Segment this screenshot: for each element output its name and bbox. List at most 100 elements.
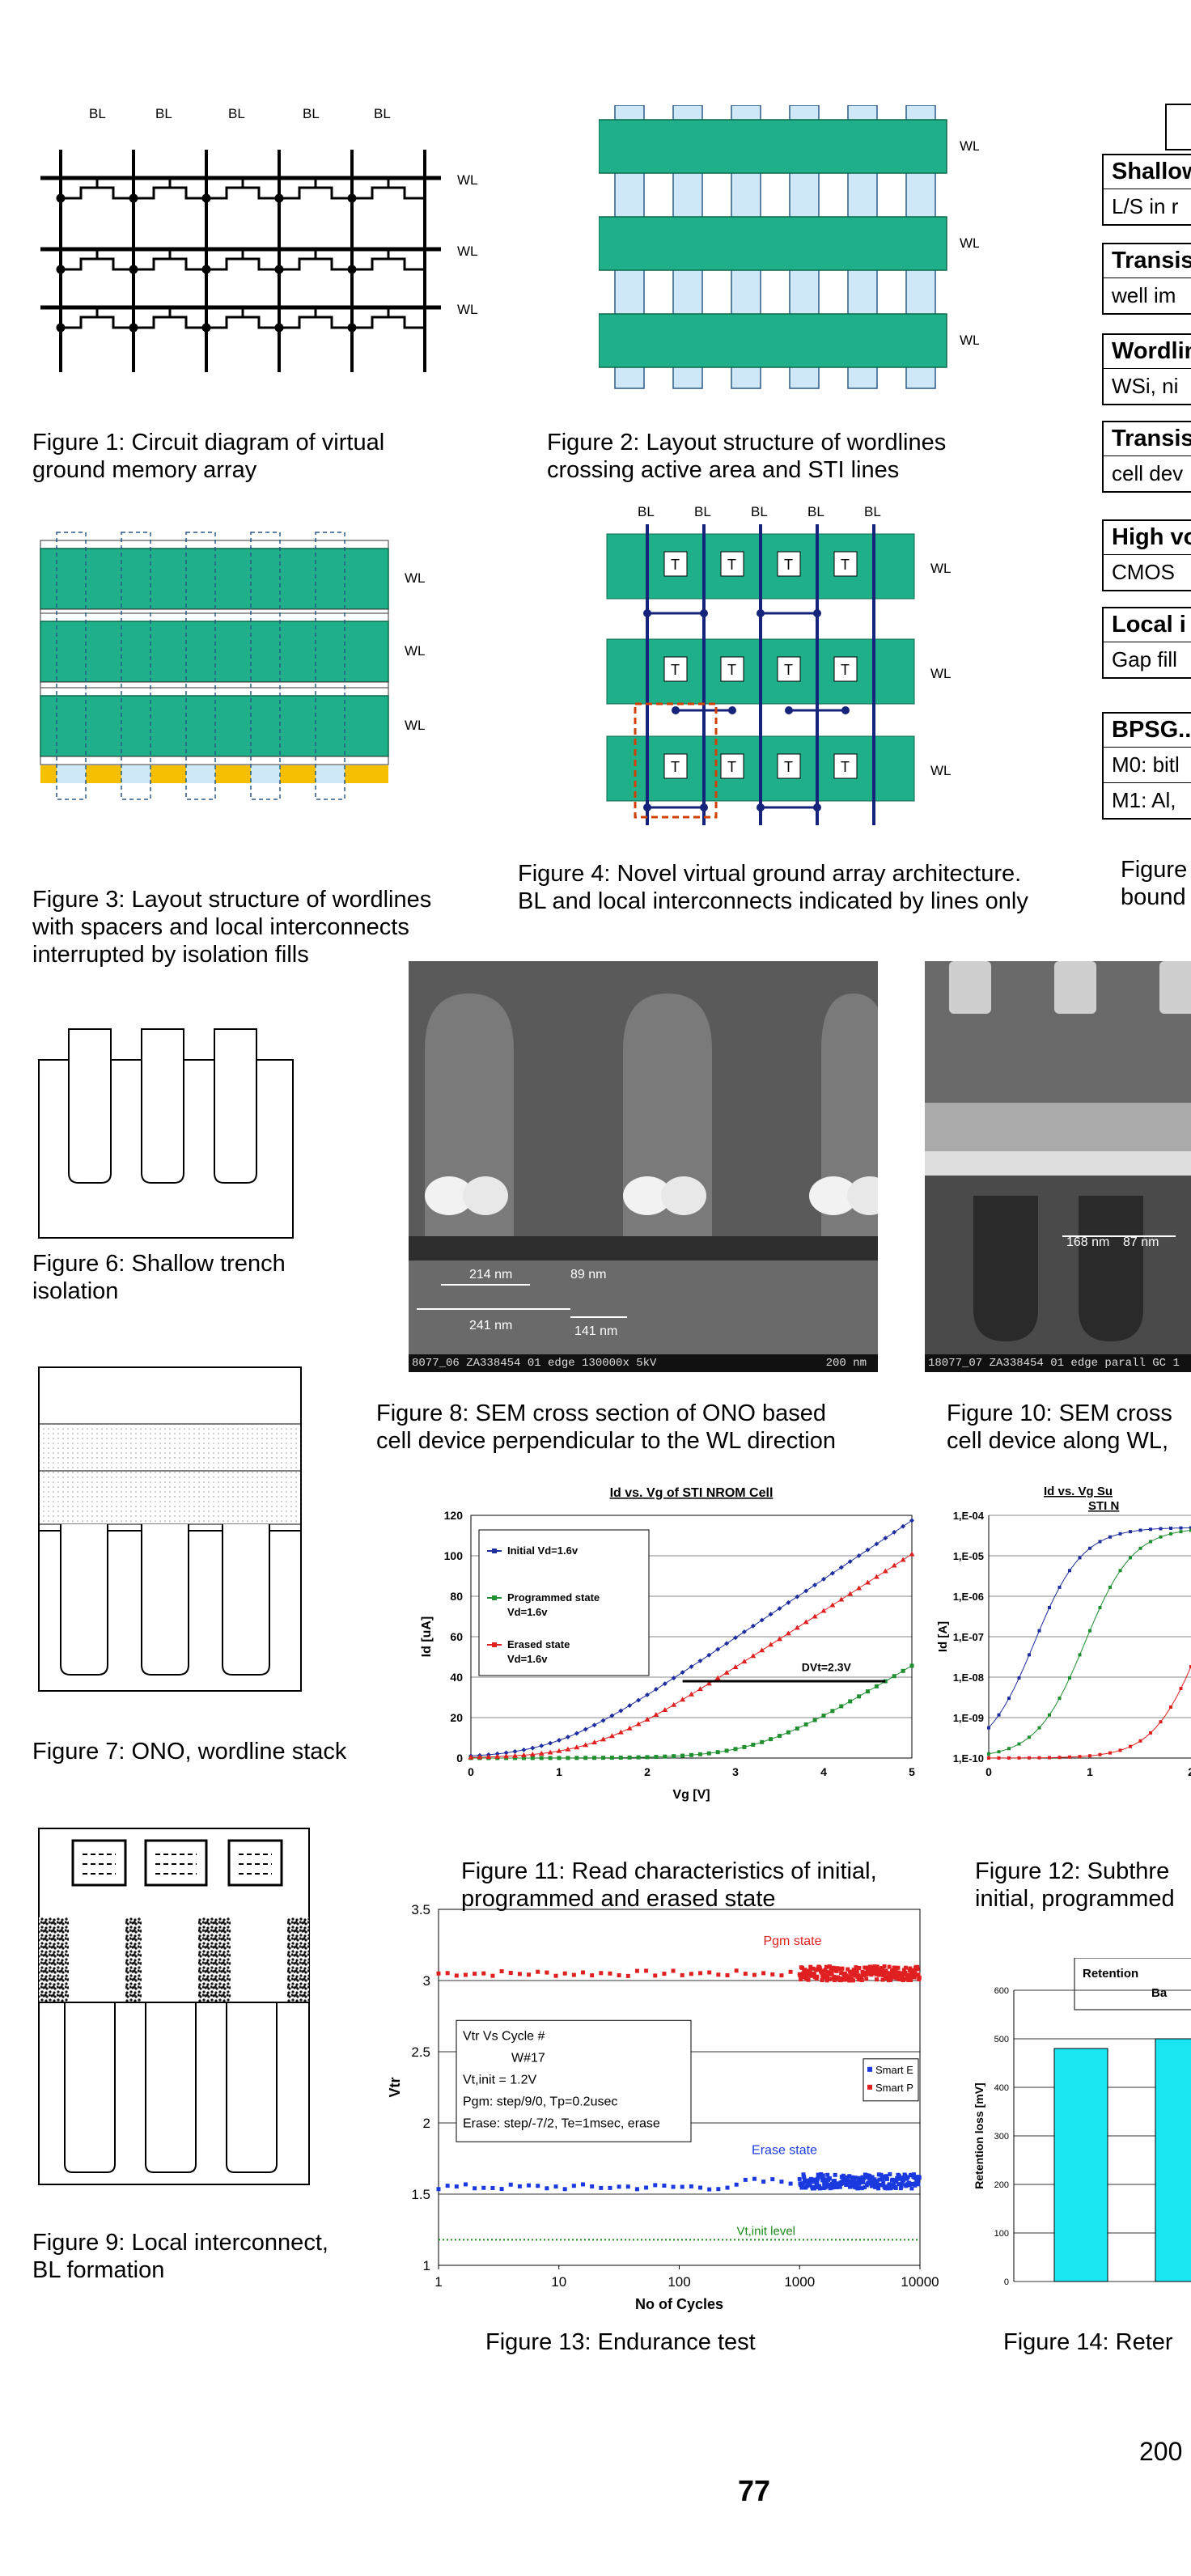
chart3-point <box>888 2186 893 2191</box>
fig5-step-title: Transis <box>1104 422 1191 456</box>
chart3-infobox <box>456 2019 692 2142</box>
fig4-contact <box>785 706 793 714</box>
chart3-point <box>824 1964 829 1969</box>
chart3-point <box>734 2182 739 2187</box>
fig1-node <box>201 323 211 333</box>
fig4-t-label: T <box>841 662 850 678</box>
chart1-ytick: 100 <box>444 1549 464 1562</box>
chart3-point <box>833 1976 837 1981</box>
fig5-header-box <box>1165 104 1191 150</box>
fig8-dim-label: 141 nm <box>574 1324 617 1338</box>
chart3-point <box>807 2183 812 2188</box>
chart3-point <box>917 1975 922 1980</box>
chart4-ytick: 400 <box>994 2083 1009 2093</box>
fig5-step-title: BPSG.. <box>1104 714 1191 748</box>
chart4-title-box <box>1074 1958 1191 2010</box>
chart3-point <box>846 2177 850 2182</box>
fig4-t-label: T <box>727 759 736 775</box>
chart3-point <box>830 2182 835 2187</box>
chart3-point <box>879 1965 884 1970</box>
chart4-ytick: 300 <box>994 2132 1009 2142</box>
fig4-wl-label: WL <box>930 666 952 681</box>
fig4-bl-label: BL <box>864 504 881 519</box>
fig5-step-detail: WSi, ni <box>1112 374 1179 398</box>
fig2-wordline <box>599 216 947 271</box>
chart3-point <box>859 2186 864 2191</box>
chart1-legend-entry: Initial Vd=1.6v <box>507 1544 579 1557</box>
chart3-point <box>847 1969 852 1974</box>
fig1-transistor <box>134 257 206 271</box>
chart3-point <box>854 1965 858 1970</box>
chart3-point <box>873 1969 878 1974</box>
chart3-point <box>858 2185 863 2190</box>
fig7-ono-stack <box>38 1366 302 1692</box>
fig7-poly-layer <box>38 1470 302 1525</box>
chart3-point <box>856 1973 861 1978</box>
chart4-ylabel: Retention loss [mV] <box>973 2082 985 2188</box>
chart3-point <box>853 1973 858 1978</box>
chart3-point <box>892 2182 896 2187</box>
chart3-point <box>689 2184 693 2188</box>
chart3-legend <box>863 2058 919 2102</box>
chart1-xtick: 1 <box>556 1765 562 1778</box>
chart3-legend-entry: Smart E <box>875 2064 913 2076</box>
fig3-sti-outline <box>250 532 281 800</box>
fig1-transistor <box>279 186 352 200</box>
chart3-point <box>770 1972 775 1976</box>
chart3-point <box>807 1972 812 1977</box>
chart3-point <box>880 1977 885 1982</box>
fig4-transistor-box <box>663 753 688 779</box>
fig1-bl-label: BL <box>228 106 245 121</box>
chart3-point <box>879 2183 884 2188</box>
chart3-point <box>839 1971 844 1976</box>
chart3-point <box>743 1972 748 1976</box>
chart3-point <box>854 2182 859 2187</box>
chart3-point <box>863 2184 867 2189</box>
chart3-point <box>608 1971 612 1976</box>
fig4-cell-highlight <box>634 702 718 819</box>
chart3-ytick: 1 <box>423 2258 430 2273</box>
fig4-t-label: T <box>784 557 793 573</box>
chart3-point <box>855 2186 860 2191</box>
chart1-xtick: 4 <box>820 1765 827 1778</box>
fig1-node <box>347 323 357 333</box>
chart3-point <box>463 1972 468 1977</box>
fig6-trench <box>68 1028 112 1184</box>
fig1-node <box>274 323 284 333</box>
chart1-series-line <box>471 1665 913 1759</box>
chart3-point <box>527 2183 532 2188</box>
fig3-sti-outline <box>56 532 87 800</box>
chart3-point <box>887 2182 892 2187</box>
fig4-contact <box>700 609 708 617</box>
chart3-point <box>870 2175 875 2180</box>
fig4-transistor-box <box>720 551 744 577</box>
chart3-point <box>808 2176 813 2181</box>
chart3-point <box>836 1966 841 1971</box>
chart1-xtick: 3 <box>732 1765 739 1778</box>
chart3-point <box>817 2186 822 2191</box>
chart3-point <box>634 1968 639 1973</box>
chart3-point <box>820 2173 825 2178</box>
fig7-trench <box>60 1524 108 1676</box>
chart3-point <box>490 2185 495 2190</box>
fig4-contact <box>757 609 765 617</box>
chart3-point <box>870 2184 874 2188</box>
chart3-point <box>807 1969 812 1974</box>
chart3-point <box>779 1973 784 1978</box>
chart3-point <box>788 1969 793 1974</box>
fig5-step-detail: Gap fill <box>1112 647 1177 672</box>
chart2-point <box>1189 1664 1191 1668</box>
chart3-point <box>853 2176 858 2180</box>
fig4-transistor-box <box>720 656 744 682</box>
fig9-wordline-cap <box>227 1839 283 1887</box>
chart3-point <box>886 2186 891 2191</box>
chart3-point <box>801 1975 806 1980</box>
fig10-trench <box>973 1196 1038 1341</box>
chart3-point <box>881 1972 886 1976</box>
chart3-point <box>868 1965 873 1970</box>
chart3-point <box>841 2173 846 2178</box>
chart3-point <box>905 1972 910 1977</box>
fig10-dim-label: 87 nm <box>1123 1235 1159 1249</box>
